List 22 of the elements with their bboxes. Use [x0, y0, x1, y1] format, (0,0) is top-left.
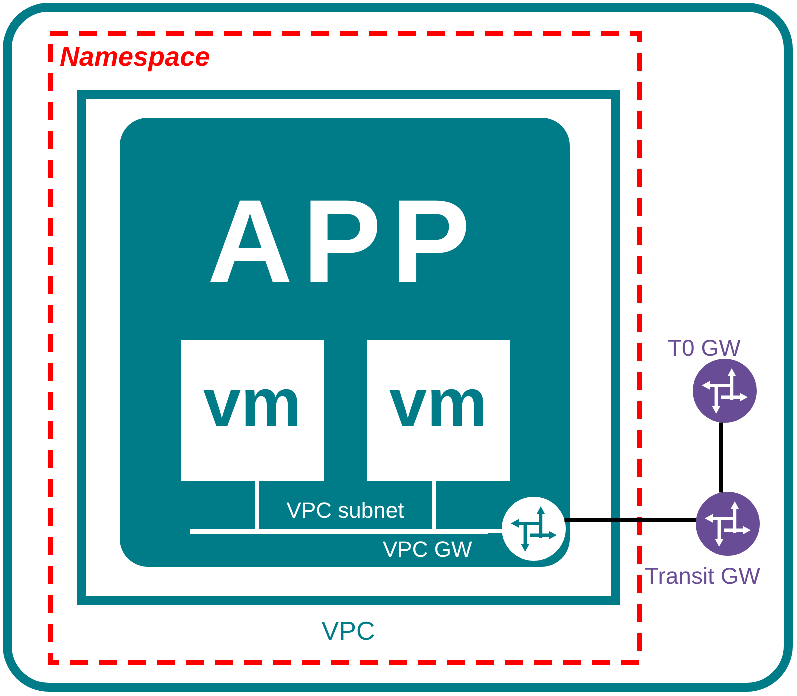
gateway-label: VPC GW	[383, 539, 472, 561]
router-icon	[693, 359, 757, 423]
namespace-label: Namespace	[60, 44, 210, 71]
vpc-label: VPC	[322, 618, 376, 644]
app-panel	[120, 118, 570, 567]
subnet-label: VPC subnet	[286, 500, 404, 522]
connector-line	[719, 422, 723, 493]
vm-tile	[181, 340, 324, 481]
gateway-label: T0 GW	[668, 337, 741, 360]
dashed-boundary	[48, 31, 642, 665]
gateway-label: Transit GW	[645, 565, 760, 588]
connector-line	[488, 530, 502, 534]
vm-label: vm	[389, 369, 488, 437]
connector-line	[432, 481, 436, 529]
router-icon	[696, 492, 760, 556]
connector-line	[255, 481, 259, 529]
vm-tile	[367, 340, 510, 481]
router-icon	[502, 497, 566, 561]
rounded-frame	[3, 3, 793, 692]
vm-label: vm	[203, 369, 302, 437]
connector-line	[564, 518, 696, 522]
app-title: APP	[206, 183, 480, 301]
